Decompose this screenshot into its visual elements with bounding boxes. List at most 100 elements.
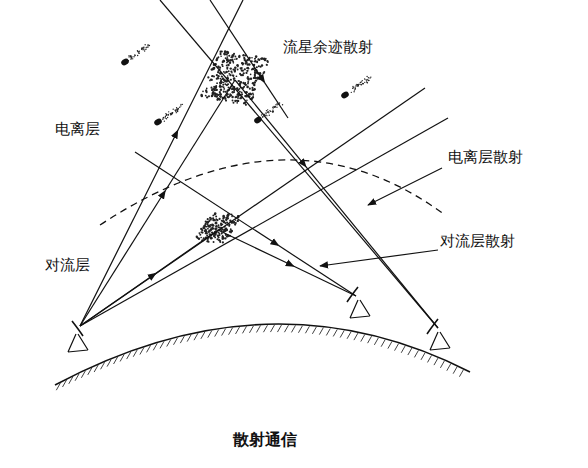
meteor-tail: [367, 79, 368, 80]
scatter-dot: [219, 85, 221, 87]
scatter-dot: [246, 70, 248, 72]
scatter-dot: [244, 95, 246, 97]
scatter-dot: [210, 237, 212, 239]
meteor-tail: [137, 50, 138, 51]
meteor-tail: [361, 81, 362, 82]
meteor-tail: [137, 51, 138, 52]
meteor-body: [120, 57, 130, 66]
scatter-dot: [251, 97, 253, 99]
hatch-mark: [187, 335, 191, 342]
meteor-tail: [278, 103, 279, 104]
scatter-dot: [234, 56, 236, 58]
scatter-dot: [224, 237, 226, 239]
ray-line: [80, 130, 178, 326]
meteor-tail: [272, 107, 273, 108]
scatter-dot: [254, 77, 256, 79]
scatter-dot: [210, 237, 212, 239]
scatter-dot: [205, 89, 207, 91]
meteor-tail: [137, 55, 138, 56]
antennas: [68, 287, 450, 352]
scatter-dot: [258, 76, 260, 78]
callout-label: 流星余迹散射: [283, 40, 373, 55]
meteor-tail: [368, 80, 369, 81]
hatch-mark: [201, 332, 205, 339]
meteor-tail: [131, 57, 132, 58]
meteor-tail: [138, 53, 139, 54]
meteor-tail: [277, 104, 278, 105]
scatter-dot: [231, 59, 233, 61]
scatter-dot: [239, 80, 241, 82]
hatch-mark: [242, 326, 246, 333]
scatter-dot: [225, 100, 227, 102]
earth-hatching: [56, 325, 463, 390]
scatter-dot: [245, 95, 247, 97]
scatter-dot: [224, 50, 227, 53]
scatter-dot: [216, 82, 218, 84]
scatter-dot: [216, 89, 218, 91]
meteor-tail: [132, 58, 133, 59]
scatter-dot: [266, 64, 268, 66]
scatter-dot: [232, 74, 234, 76]
meteor-tail: [147, 46, 148, 47]
scatter-dot: [227, 83, 229, 85]
meteor-tail: [165, 113, 166, 114]
meteor-tail: [145, 49, 146, 50]
hatch-mark: [140, 348, 144, 355]
scatter-dot: [229, 61, 232, 64]
meteor-tail: [361, 84, 362, 85]
hatch-mark: [333, 329, 337, 336]
hatch-mark: [434, 358, 438, 365]
meteor-tail: [173, 108, 174, 109]
hatch-mark: [127, 352, 131, 359]
scatter-dot: [218, 232, 220, 234]
scatter-dot: [220, 53, 222, 55]
meteor-tail: [147, 44, 148, 45]
scatter-dot: [205, 231, 207, 233]
scatter-dot: [202, 90, 204, 92]
hatch-mark: [180, 336, 184, 343]
scatter-dot: [217, 71, 219, 73]
scatter-dot: [234, 100, 236, 102]
meteor-tail: [139, 51, 140, 52]
callout-label: 对流层: [45, 258, 90, 273]
meteor-tail: [170, 113, 171, 114]
scatter-dot: [211, 227, 213, 229]
meteor-tail: [271, 111, 272, 112]
hatch-mark: [374, 338, 378, 345]
scatter-dot: [211, 95, 213, 97]
meteor-tail: [130, 55, 131, 56]
scatter-dot: [226, 215, 228, 217]
scatter-dot: [234, 70, 236, 72]
scatter-dot: [232, 102, 234, 104]
scatter-dot: [231, 96, 233, 98]
meteor-body: [340, 90, 350, 99]
meteor-tail: [176, 112, 177, 113]
meteor-tail: [130, 55, 131, 56]
scatter-dot: [256, 66, 258, 68]
meteor-tail: [130, 57, 131, 58]
scatter-dot: [239, 73, 241, 75]
scatter-dot: [222, 218, 224, 220]
scatter-dot: [199, 234, 201, 236]
scatter-dot: [201, 231, 203, 233]
scatter-dot: [237, 100, 239, 102]
meteor-tail: [162, 119, 163, 120]
scatter-dot: [255, 55, 258, 58]
scatter-dot: [211, 223, 213, 225]
scatter-dot: [228, 87, 230, 89]
scatter-dot: [217, 75, 219, 77]
hatch-mark: [88, 368, 92, 375]
scatter-dot: [230, 71, 232, 73]
scatter-dot: [252, 82, 255, 85]
scatter-dot: [262, 72, 264, 74]
scatter-dot: [213, 235, 216, 238]
scatter-dot: [255, 56, 257, 58]
scatter-dot: [207, 218, 209, 220]
meteor-tail: [168, 114, 169, 115]
scatter-dot: [196, 237, 198, 239]
meteor-tail: [261, 114, 262, 115]
meteor-tail: [358, 83, 359, 84]
scatter-dot: [214, 87, 216, 89]
meteors: [120, 44, 372, 126]
